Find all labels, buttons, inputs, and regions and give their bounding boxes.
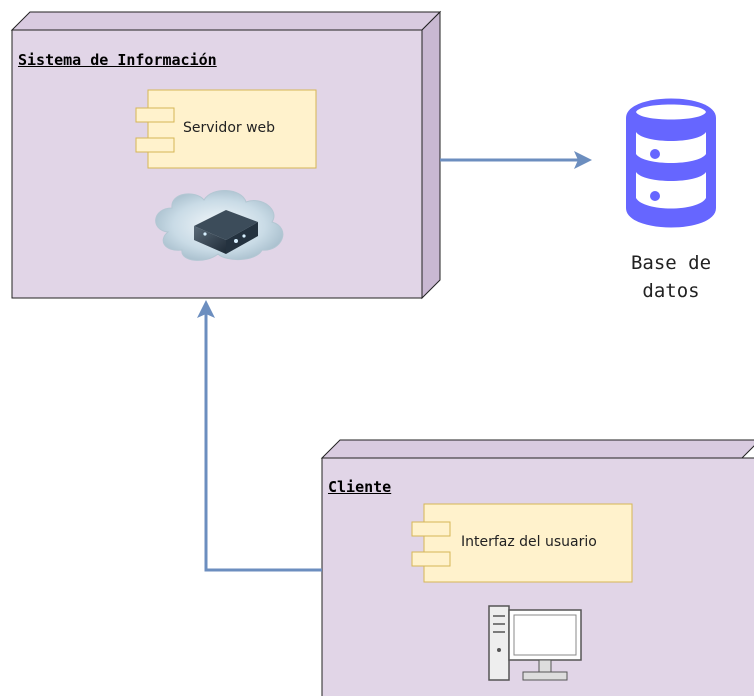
interfaz-usuario-label: Interfaz del usuario [461,534,597,550]
arrow-cliente-to-sistema [197,300,322,572]
arrow-sistema-to-database [440,151,592,169]
sistema-node-title: Sistema de Información [18,51,217,69]
interfaz-usuario-component[interactable] [411,503,633,583]
database-icon [626,98,716,228]
servidor-web-label: Servidor web [183,120,276,136]
database-label-line1: Base de [630,252,712,274]
servidor-web-component[interactable] [135,89,317,169]
desktop-computer-icon [488,605,582,681]
database-label-line2: datos [642,280,700,302]
cloud-server-icon [155,190,284,261]
cliente-node-title: Cliente [328,478,392,496]
database-label: Base de datos [611,249,731,305]
